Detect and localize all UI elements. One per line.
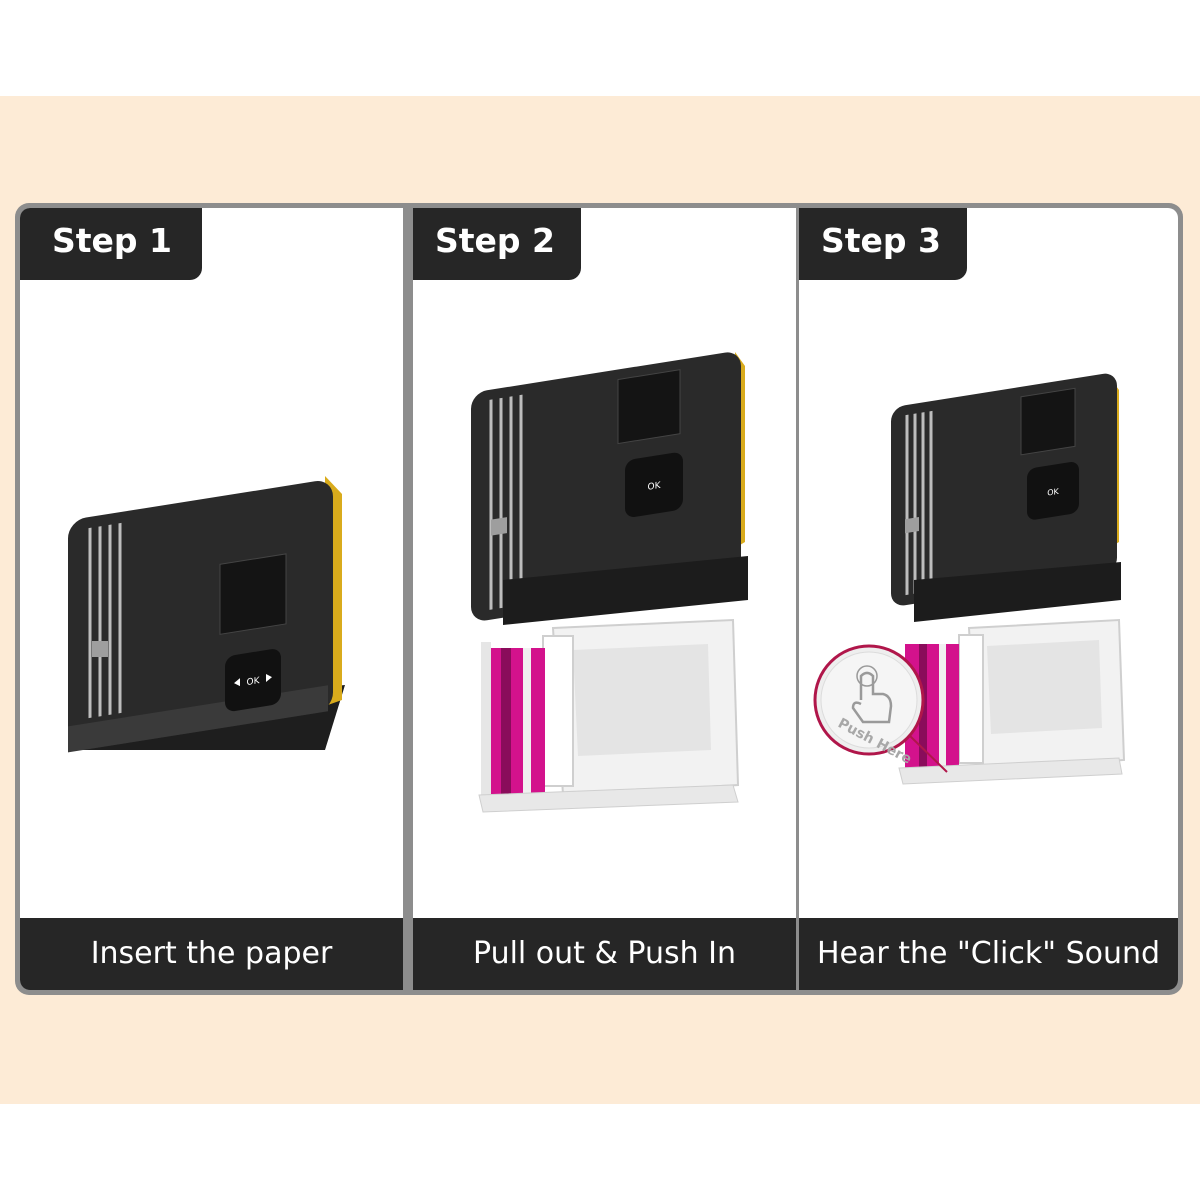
- svg-text:OK: OK: [648, 481, 662, 493]
- step-2-label: Step 2: [413, 208, 581, 280]
- ink-cartridge: [478, 618, 740, 813]
- step-1-caption: Insert the paper: [20, 918, 403, 990]
- printer-body: OK: [68, 476, 342, 753]
- step-panel-2: Step 2 OK: [413, 208, 796, 990]
- printer-body: OK: [891, 373, 1121, 622]
- step-panel-1: Step 1 OK: [20, 208, 403, 990]
- step-2-caption: Pull out & Push In: [413, 918, 796, 990]
- step-panel-3: Step 3 OK: [799, 208, 1178, 990]
- step-1-label: Step 1: [20, 208, 202, 280]
- printer-body: OK: [471, 352, 748, 625]
- printer-illustration-step-1: OK: [20, 280, 403, 918]
- printer-illustration-step-2: OK: [413, 280, 796, 918]
- step-3-label: Step 3: [799, 208, 967, 280]
- printer-illustration-step-3: OK: [799, 280, 1178, 918]
- hand-pointer-icon: [851, 665, 893, 724]
- ink-cartridge: [898, 618, 1126, 785]
- kodak-logo: [92, 641, 108, 657]
- svg-text:OK: OK: [247, 676, 261, 688]
- svg-text:OK: OK: [1047, 487, 1059, 498]
- step-3-caption: Hear the "Click" Sound: [799, 918, 1178, 990]
